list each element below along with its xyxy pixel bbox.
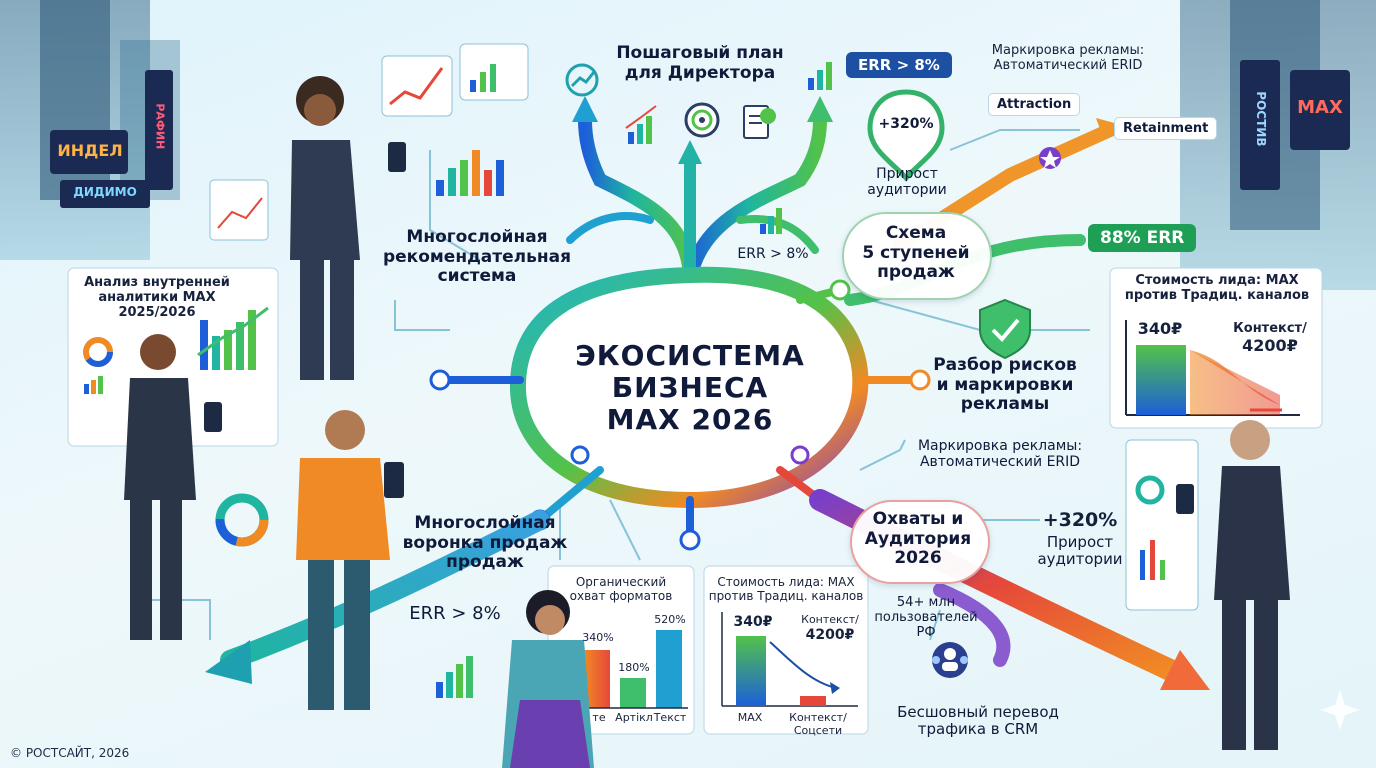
recommend-system-label: Многослойная рекомендательная система — [382, 227, 571, 287]
trend-circle-icon — [565, 63, 599, 97]
star-icon — [1040, 150, 1060, 168]
floating-screen-small — [209, 179, 269, 241]
funnel-label: Многослойная воронка продаж продаж — [402, 513, 568, 573]
crm-team-icon — [932, 642, 968, 678]
bar-chart-icon-topright — [808, 62, 832, 90]
coverage-bubble — [850, 500, 990, 584]
lead-cost-chart-bottom — [703, 565, 869, 735]
analytics-label: Анализ внутренней аналитики MAX 2025/202… — [84, 275, 230, 320]
person-man-orange — [296, 410, 404, 710]
lead-cost-bottom-other: Контекст/ 4200₽ — [801, 613, 859, 643]
neon-sign-right-a — [1240, 60, 1280, 190]
person-man-right — [1176, 420, 1290, 750]
director-plan-label: Пошаговый план для Директора — [616, 43, 784, 83]
organic-cat-2: Артікл — [615, 711, 653, 724]
floating-chart-left — [436, 150, 504, 196]
neon-sign-text-right-b: MAX — [1297, 97, 1343, 118]
sparkle-icon — [1320, 690, 1360, 730]
growth-pin-label: Прирост аудитории — [867, 166, 947, 199]
coverage-label: Охваты и Аудитория 2026 — [864, 509, 972, 569]
err-88-badge: 88% ERR — [1088, 224, 1197, 252]
risk-label: Разбор рисков и маркировки рекламы — [933, 355, 1077, 415]
arrow-up-center — [678, 140, 702, 164]
floating-screen-top — [459, 43, 529, 101]
shield-check-icon — [979, 298, 1031, 360]
bars-bottom-left — [436, 656, 473, 698]
person-woman-top — [290, 76, 406, 380]
neon-sign-text-left-a: ИНДЕЛ — [57, 141, 123, 160]
neon-sign-left-c — [60, 180, 150, 208]
lead-cost-bottom-max: 340₽ — [733, 614, 773, 630]
floating-card-right — [1125, 439, 1199, 611]
organic-value-1: 340% — [582, 631, 614, 644]
sales-steps-bubble — [842, 212, 992, 300]
err-badge-top: ERR > 8% — [846, 52, 952, 78]
growth-right-value: +320% — [1042, 509, 1118, 531]
lead-cost-right-max: 340₽ — [1137, 319, 1183, 338]
person-woman-bottom — [502, 590, 594, 768]
lead-cost-bottom-title: Стоимость лида: MAX против Традиц. канал… — [708, 575, 864, 603]
arrow-up-right — [807, 96, 833, 122]
floating-screen-left — [381, 55, 453, 117]
organic-cat-1: те — [592, 711, 606, 724]
err-mid-label: ERR > 8% — [737, 246, 809, 262]
organic-value-2: 180% — [618, 661, 650, 674]
city-left — [0, 0, 180, 260]
growth-pin-icon — [867, 89, 945, 182]
neon-sign-text-left-b: РАФИН — [153, 103, 167, 150]
copyright: © РОСТСАЙТ, 2026 — [10, 746, 130, 760]
lead-cost-chart-right — [1109, 267, 1323, 429]
document-money-icon — [743, 105, 776, 139]
arrow-to-bottom-left — [220, 510, 550, 670]
retainment-tag: Retainment — [1114, 117, 1218, 140]
marking-top-label: Маркировка рекламы: Автоматический ERID — [991, 43, 1145, 73]
arrow-up-left — [572, 96, 598, 122]
attraction-tag: Attraction — [988, 93, 1081, 116]
sales-steps-label: Схема 5 ступеней продаж — [862, 223, 970, 283]
lead-cost-bottom-axis-1: MAX — [737, 711, 763, 724]
arrow-head-bottom-right — [1160, 650, 1210, 690]
neon-sign-text-right-a: РОСТИВ — [1253, 91, 1268, 147]
pie-chart-left — [215, 493, 269, 547]
marking-mid-label: Маркировка рекламы: Автоматический ERID — [917, 438, 1083, 471]
neon-sign-text-left-c: ДИДИМО — [73, 185, 137, 199]
tree-branches — [566, 113, 827, 287]
bar-chart-icon-top — [625, 105, 657, 144]
growth-right-label: Прирост аудитории — [1037, 533, 1123, 569]
neon-sign-left-b — [145, 70, 173, 190]
users-label: 54+ млн пользователей РФ — [874, 595, 978, 640]
organic-title: Органический охват форматов — [569, 575, 673, 603]
lead-cost-right-title: Стоимость лида: MAX против Традиц. канал… — [1124, 273, 1310, 303]
organic-value-3: 520% — [654, 613, 686, 626]
organic-cat-3: Текст — [653, 711, 687, 724]
hub-title: ЭКОСИСТЕМА БИЗНЕСА MAX 2026 — [575, 339, 805, 437]
neon-sign-left-a — [50, 130, 128, 174]
city-right — [1180, 0, 1376, 290]
bar-chart-icon-mid — [760, 208, 782, 234]
neon-sign-right-b — [1290, 70, 1350, 150]
lead-cost-bottom-axis-2: Контекст/Соцсети — [789, 711, 847, 737]
growth-pin-value: +320% — [878, 116, 934, 132]
err-low-label: ERR > 8% — [409, 603, 501, 624]
crm-label: Бесшовный перевод трафика в CRM — [897, 703, 1059, 739]
lead-cost-right-other: Контекст/ 4200₽ — [1233, 321, 1307, 355]
target-icon — [684, 102, 720, 138]
person-man-left — [124, 334, 222, 640]
funnel-road-arrow — [1096, 118, 1118, 140]
arrow-head-bottom-left — [205, 640, 252, 684]
